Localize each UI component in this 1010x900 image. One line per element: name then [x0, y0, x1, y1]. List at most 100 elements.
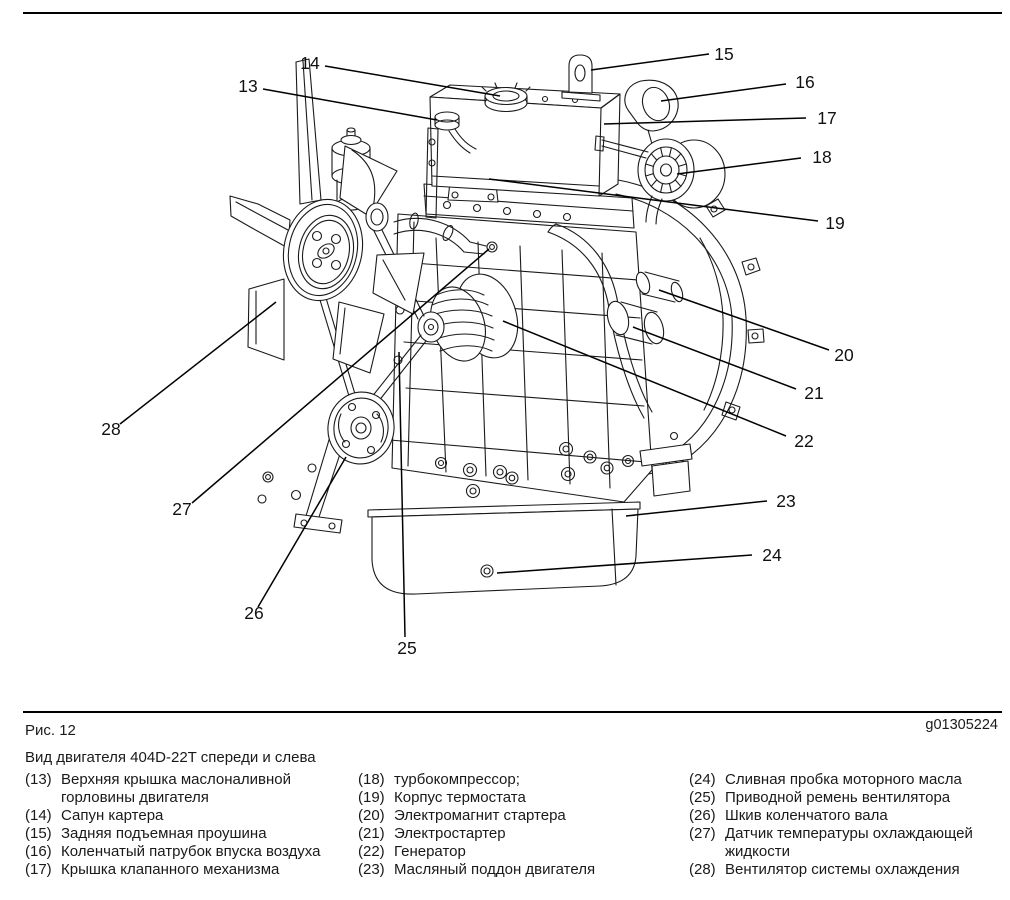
legend-item-18-text: турбокомпрессор;: [394, 771, 520, 788]
alternator: [417, 273, 519, 362]
leader-line-25: [398, 351, 406, 638]
legend-item-23: (23) Масляный поддон двигателя: [358, 861, 668, 879]
legend-item-27-text: Датчик температуры охлаждающей жидкости: [725, 825, 973, 860]
leader-line-23: [625, 500, 768, 517]
legend-item-15-number: (15): [25, 825, 52, 842]
callout-19-label: 19: [825, 213, 844, 233]
legend-column-2: (18) турбокомпрессор; (19)Корпус термоста…: [358, 771, 668, 879]
callouts: 13 14 15 16 17 18: [101, 44, 854, 658]
cylinder-block: [389, 213, 679, 503]
legend-item-16: (16) Коленчатый патрубок впуска воздуха: [25, 843, 330, 861]
leader-line-13: [262, 88, 438, 121]
leader-line-24: [496, 554, 753, 574]
leader-line-27: [191, 248, 490, 504]
legend-item-23-number: (23): [358, 861, 385, 878]
figure-title: Вид двигателя 404D-22T спереди и слева: [25, 749, 316, 766]
legend-item-15: (15) Задняя подъемная проушина: [25, 825, 330, 843]
legend-item-14-number: (14): [25, 807, 52, 824]
callout-26: 26: [244, 456, 347, 623]
leader-line-22: [502, 320, 787, 437]
callout-21-label: 21: [804, 383, 823, 403]
water-pump-pulley: [365, 202, 389, 232]
legend-item-25-text: Приводной ремень вентилятора: [725, 789, 951, 806]
legend-item-20: (20)Электромагнит стартера: [358, 807, 668, 825]
callout-21: 21: [632, 326, 824, 403]
legend-item-19-text: Корпус термостата: [394, 789, 526, 806]
starter-motor: [606, 271, 684, 345]
legend-item-16-text: Коленчатый патрубок впуска воздуха: [61, 843, 321, 860]
callout-17-label: 17: [817, 108, 836, 128]
callout-15-label: 15: [714, 44, 733, 64]
legend-item-24-text: Сливная пробка моторного масла: [725, 771, 962, 788]
legend-item-26: (26) Шкив коленчатого вала: [689, 807, 994, 825]
legend-item-17-number: (17): [25, 861, 52, 878]
callout-24-label: 24: [762, 545, 782, 565]
callout-17: 17: [603, 108, 837, 128]
legend-item-18-number: (18): [358, 771, 385, 788]
turbocharger: [594, 135, 726, 225]
legend-item-18: (18) турбокомпрессор;: [358, 771, 668, 789]
callout-15: 15: [590, 44, 734, 71]
legend-item-13-number: (13): [25, 771, 52, 788]
legend-item-23-text: Масляный поддон двигателя: [394, 861, 596, 878]
callout-25-label: 25: [397, 638, 416, 658]
caption-divider: [23, 711, 1002, 713]
legend-item-27-number: (27): [689, 825, 716, 842]
legend-item-22: (22)Генератор: [358, 843, 668, 861]
figure-number: Рис. 12: [25, 722, 76, 739]
callout-24: 24: [496, 545, 782, 574]
air-intake-elbow: [624, 79, 679, 145]
callout-23-label: 23: [776, 491, 795, 511]
legend-column-1: (13)Верхняя крышка маслоналивной горлови…: [25, 771, 330, 879]
legend-item-28: (28) Вентилятор системы охлаждения: [689, 861, 994, 879]
legend-item-22-text: Генератор: [394, 843, 466, 860]
legend-item-17: (17) Крышка клапанного механизма: [25, 861, 330, 879]
leader-line-17: [603, 117, 807, 125]
figure-ref-code: g01305224: [925, 717, 998, 733]
callout-22-label: 22: [794, 431, 813, 451]
leader-line-16: [660, 83, 787, 102]
callout-27-label: 27: [172, 499, 191, 519]
callout-22: 22: [502, 320, 814, 451]
leader-line-20: [658, 289, 830, 351]
engine-artwork: [229, 54, 765, 595]
legend-item-15-text: Задняя подъемная проушина: [61, 825, 267, 842]
leader-line-14: [324, 65, 501, 97]
engine-diagram: 13 14 15 16 17 18: [101, 44, 854, 658]
oil-filler-cap: [481, 82, 531, 113]
leader-line-15: [590, 53, 710, 71]
leader-line-21: [632, 326, 797, 390]
callout-20-label: 20: [834, 345, 854, 365]
callout-27: 27: [172, 248, 490, 519]
legend-item-14-text: Сапун картера: [61, 807, 164, 824]
legend-item-28-number: (28): [689, 861, 716, 878]
legend-item-27: (27) Датчик температуры охлаждающей жидко…: [689, 825, 994, 861]
callout-28-label: 28: [101, 419, 120, 439]
legend-item-26-text: Шкив коленчатого вала: [725, 807, 888, 824]
callout-18: 18: [676, 147, 832, 175]
legend-item-17-text: Крышка клапанного механизма: [61, 861, 280, 878]
legend-item-19: (19)Корпус термостата: [358, 789, 668, 807]
callout-20: 20: [658, 289, 854, 365]
callout-18-label: 18: [812, 147, 831, 167]
legend-item-16-number: (16): [25, 843, 52, 860]
legend-item-28-text: Вентилятор системы охлаждения: [725, 861, 960, 878]
callout-26-label: 26: [244, 603, 263, 623]
legend-item-20-number: (20): [358, 807, 385, 824]
callout-16-label: 16: [795, 72, 814, 92]
legend-item-24-number: (24): [689, 771, 716, 788]
crankcase-breather: [425, 111, 477, 219]
top-divider: [23, 12, 1002, 14]
legend-item-26-number: (26): [689, 807, 716, 824]
leader-line-26: [257, 456, 347, 608]
leader-line-28: [119, 301, 277, 425]
callout-23: 23: [625, 491, 796, 517]
oil-drain-plug: [480, 564, 494, 578]
callout-19: 19: [488, 178, 845, 233]
legend-item-21-text: Электростартер: [394, 825, 506, 842]
legend-item-21: (21)Электростартер: [358, 825, 668, 843]
callout-13: 13: [238, 76, 438, 121]
legend-column-3: (24)Сливная пробка моторного масла (25)П…: [689, 771, 994, 879]
oil-pan: [367, 501, 641, 595]
